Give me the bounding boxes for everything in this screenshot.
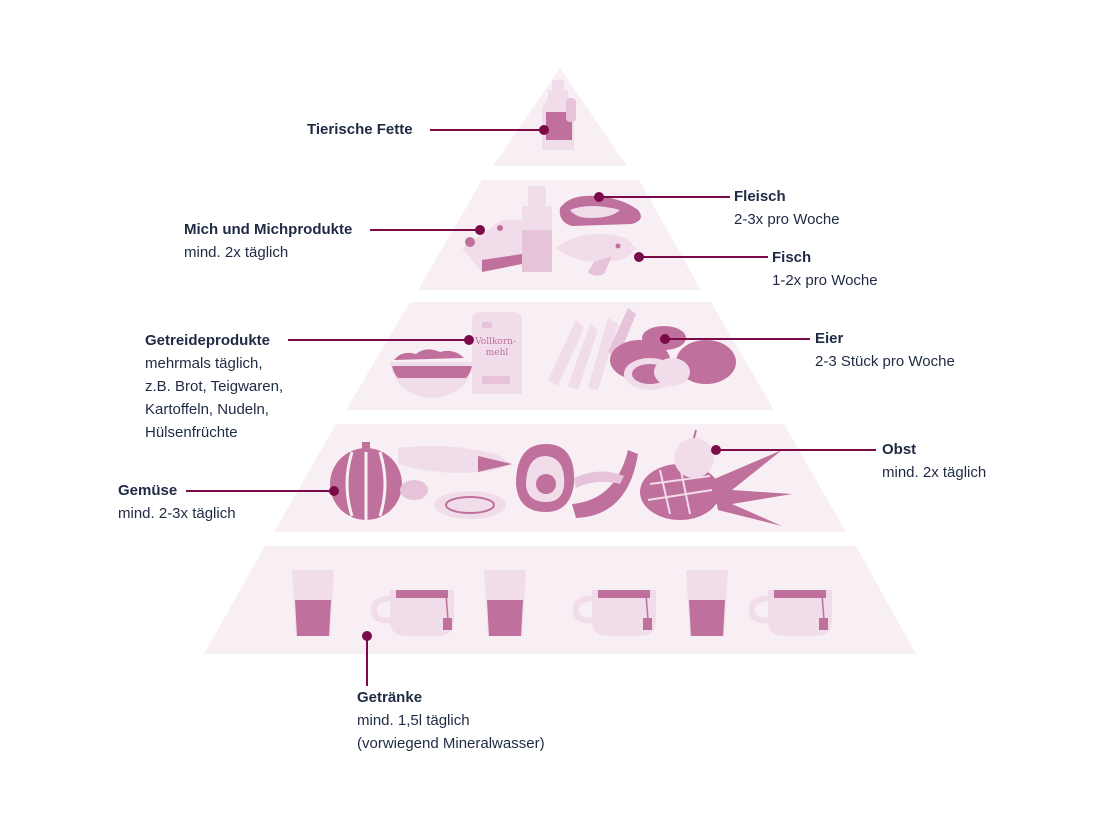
flour-bag-icon: Vollkorn- mehl [472, 312, 522, 394]
pumpkin-icon [330, 442, 402, 520]
flour-bag-label: Vollkorn- mehl [474, 337, 519, 358]
tier-frequency: mind. 2x täglich [184, 244, 289, 261]
leader-lines [186, 125, 876, 686]
tier-name: Tierische Fette [307, 121, 413, 138]
leader-milch [370, 225, 485, 235]
leek-icon [398, 446, 512, 473]
tier-name: Getreideprodukte [145, 332, 271, 349]
tier-frequency: mehrmals täglich, z.B. Brot, Teigwaren, … [145, 355, 284, 441]
beverages [292, 570, 832, 636]
leader-getraenke [362, 631, 372, 686]
avocado-icon [516, 444, 575, 512]
oil-bottle-icon [542, 80, 576, 150]
leader-fleisch [594, 192, 730, 202]
label-fleisch: Fleisch 2-3x pro Woche [734, 185, 840, 231]
label-tierische-fette: Tierische Fette [307, 118, 413, 141]
onion-icon [400, 480, 506, 519]
tier-name: Obst [882, 441, 917, 458]
leader-tierische-fette [430, 125, 549, 135]
label-getraenke: Getränke mind. 1,5l täglich (vorwiegend … [357, 686, 545, 755]
tier-frequency: mind. 1,5l täglich (vorwiegend Mineralwa… [357, 712, 545, 752]
label-eier: Eier 2-3 Stück pro Woche [815, 327, 955, 373]
tier-name: Fisch [772, 249, 812, 266]
leader-eier [660, 334, 810, 344]
cheese-icon [462, 220, 522, 272]
label-gemuese: Gemüse mind. 2-3x täglich [118, 479, 236, 525]
banana-icon [572, 450, 638, 518]
grain-bowl-icon [390, 349, 474, 398]
tier-name: Fleisch [734, 188, 786, 205]
fish-icon [556, 233, 636, 276]
label-getreide: Getreideprodukte mehrmals täglich, z.B. … [145, 329, 283, 444]
water-glass-icon [484, 570, 526, 636]
leader-gemuese [186, 486, 339, 496]
tea-cup-icon [748, 590, 832, 636]
tea-cup-icon [572, 590, 656, 636]
tier-frequency: mind. 2-3x täglich [118, 505, 236, 522]
leader-fisch [634, 252, 768, 262]
tier-name: Eier [815, 330, 844, 347]
pineapple-icon [640, 450, 792, 526]
label-obst: Obst mind. 2x täglich [882, 438, 986, 484]
leader-getreide [288, 335, 474, 345]
tea-cup-icon [370, 590, 454, 636]
leader-obst [711, 445, 876, 455]
meat-icon [559, 195, 641, 226]
apple-icon [674, 429, 714, 478]
water-glass-icon [292, 570, 334, 636]
tier-frequency: 2-3 Stück pro Woche [815, 353, 955, 370]
pasta-icon [548, 308, 636, 390]
label-fisch: Fisch 1-2x pro Woche [772, 246, 878, 292]
tier-name: Mich und Michprodukte [184, 221, 353, 238]
milk-bottle-icon [522, 186, 552, 272]
tier-frequency: mind. 2x täglich [882, 464, 987, 481]
potato-icon [610, 326, 736, 390]
tier-frequency: 1-2x pro Woche [772, 272, 878, 289]
label-milch: Mich und Michprodukte mind. 2x täglich [184, 218, 352, 264]
tier-name: Getränke [357, 689, 423, 706]
tier-5-background [204, 546, 916, 654]
tier-frequency: 2-3x pro Woche [734, 211, 840, 228]
tier-name: Gemüse [118, 482, 178, 499]
water-glass-icon [686, 570, 728, 636]
